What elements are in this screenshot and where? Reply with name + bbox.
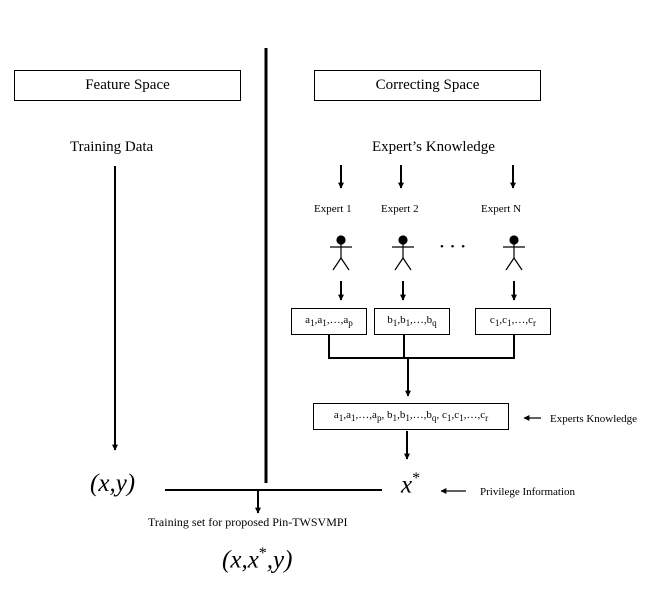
ellipsis: • • • <box>440 241 468 253</box>
knowledge-box-c: c1,c1,…,cr <box>475 308 551 335</box>
experts-knowledge-label: Experts Knowledge <box>550 413 638 425</box>
stick-figure-icon <box>392 235 414 271</box>
correcting-space-label: Correcting Space <box>375 77 480 93</box>
feature-space-header: Feature Space <box>14 70 241 101</box>
correcting-space-header: Correcting Space <box>314 70 541 101</box>
xstar-label: x* <box>401 470 421 499</box>
knowledge-box-b: b1,b1,…,bq <box>374 308 450 335</box>
expert-1-label: Expert 1 <box>314 203 352 215</box>
combined-knowledge-text: a1,a1,…,ap, b1,b1,…,bq, c1,c1,…,cr <box>333 409 489 424</box>
knowledge-box-c-text: c1,c1,…,cr <box>489 314 537 329</box>
merge-lines <box>328 335 515 359</box>
feature-space-label: Feature Space <box>85 77 170 93</box>
stick-figure-icon <box>330 235 352 271</box>
expert-knowledge-label: Expert’s Knowledge <box>372 139 495 155</box>
final-set-label: (x,x*,y) <box>222 545 293 574</box>
knowledge-box-b-text: b1,b1,…,bq <box>387 314 437 329</box>
xy-label: (x,y) <box>90 470 136 497</box>
stick-figure-icon <box>503 235 525 271</box>
training-set-label: Training set for proposed Pin-TWSVMPI <box>148 515 348 529</box>
expert-n-label: Expert N <box>481 203 522 215</box>
knowledge-box-a-text: a1,a1,…,ap <box>305 314 353 329</box>
expert-2-label: Expert 2 <box>381 203 419 215</box>
privilege-information-label: Privilege Information <box>480 486 576 498</box>
training-data-label: Training Data <box>70 139 154 155</box>
knowledge-box-a: a1,a1,…,ap <box>291 308 367 335</box>
combined-knowledge-box: a1,a1,…,ap, b1,b1,…,bq, c1,c1,…,cr <box>313 403 509 430</box>
